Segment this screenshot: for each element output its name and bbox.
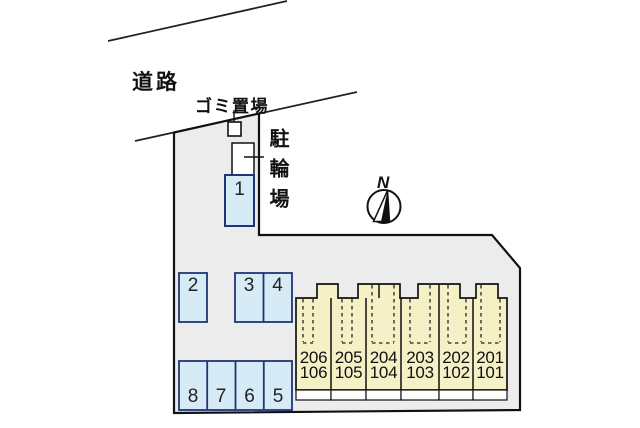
- unit-upper-number: 201: [476, 348, 504, 367]
- unit-label-202-102: 202 102: [437, 348, 475, 382]
- unit-lower-number: 103: [406, 363, 434, 382]
- bicycle-parking-area: [231, 142, 255, 176]
- unit-label-204-104: 204 104: [365, 348, 403, 382]
- unit-lower-number: 104: [369, 363, 398, 382]
- parking-number-7: 7: [215, 386, 227, 407]
- parking-space-2: [178, 272, 208, 323]
- compass-needle-fill: [381, 190, 390, 222]
- unit-lower-number: 101: [476, 363, 504, 382]
- parking-number-6: 6: [244, 386, 255, 407]
- parking-number-1: 1: [234, 179, 245, 200]
- compass: [366, 189, 402, 224]
- road-label: 道路: [132, 71, 180, 94]
- parking-number-5: 5: [272, 386, 284, 407]
- unit-entrance-strips: [295, 389, 508, 401]
- garbage-area-label: ゴミ置場: [195, 97, 269, 116]
- unit-label-201-101: 201 101: [471, 348, 509, 382]
- parking-space-1: [224, 174, 255, 227]
- unit-lower-number: 105: [334, 363, 363, 382]
- unit-upper-number: 206: [299, 348, 328, 367]
- unit-upper-number: 203: [406, 348, 434, 367]
- unit-label-205-105: 205 105: [330, 348, 368, 382]
- garbage-square: [227, 121, 242, 137]
- unit-upper-number: 204: [369, 348, 398, 367]
- road-edge-line-outer: [107, 0, 288, 42]
- unit-upper-number: 205: [334, 348, 363, 367]
- north-label: N: [377, 173, 390, 192]
- unit-lower-number: 102: [442, 363, 470, 382]
- parking-number-8: 8: [187, 386, 199, 407]
- unit-label-203-103: 203 103: [401, 348, 439, 382]
- bicycle-parking-label: 駐輪場: [266, 128, 288, 218]
- unit-label-206-106: 206 106: [295, 348, 333, 382]
- parking-number-2: 2: [187, 275, 199, 296]
- balcony-dashed-lines: [302, 285, 501, 344]
- unit-upper-number: 202: [442, 348, 470, 367]
- parking-number-4: 4: [272, 275, 283, 296]
- parking-number-3: 3: [243, 275, 255, 296]
- unit-lower-number: 106: [299, 363, 328, 382]
